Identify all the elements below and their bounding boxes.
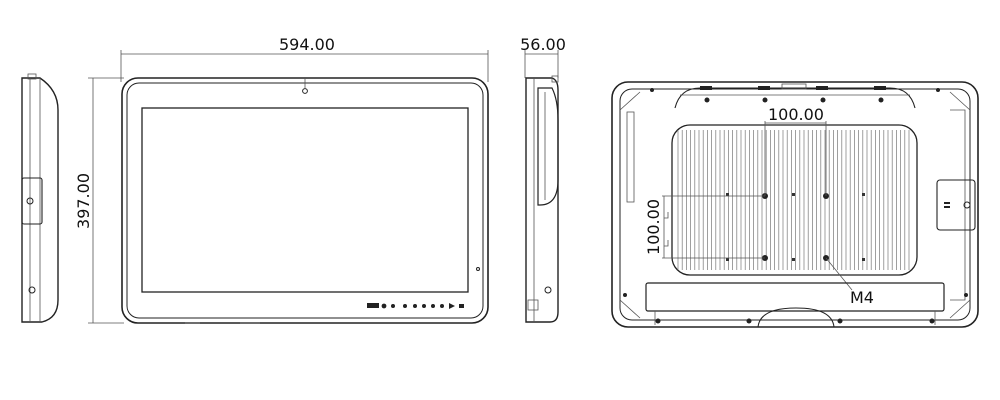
display-area: [141, 107, 469, 293]
vesa-vertical-label: 100.00: [644, 199, 663, 255]
vesa-vertical-dimension: 100.00: [642, 193, 765, 261]
heatsink-fins: [677, 130, 910, 270]
vesa-horizontal-label: 100.00: [768, 105, 824, 124]
depth-label: 56.00: [520, 35, 566, 54]
front-button-row: [367, 303, 464, 309]
height-dimension: 397.00: [74, 77, 124, 324]
heatsink: [671, 124, 918, 276]
screw-callout: M4: [825, 257, 874, 307]
front-height-label: 397.00: [74, 173, 93, 229]
screw-label: M4: [850, 288, 874, 307]
camera-icon: [302, 88, 308, 94]
left-side-view: [21, 73, 59, 323]
width-dimension: 594.00: [120, 35, 489, 82]
front-width-label: 594.00: [279, 35, 335, 54]
front-bezel: [121, 77, 489, 324]
depth-dimension: 56.00: [520, 35, 566, 78]
rear-view: 100.00 100.00 M4: [611, 81, 979, 328]
bottom-panel: [645, 282, 945, 312]
vesa-horizontal-dimension: 100.00: [762, 105, 828, 196]
right-side-view: 56.00: [520, 35, 566, 323]
rear-housing: [611, 81, 979, 328]
front-view: 594.00 397.00: [74, 35, 489, 324]
